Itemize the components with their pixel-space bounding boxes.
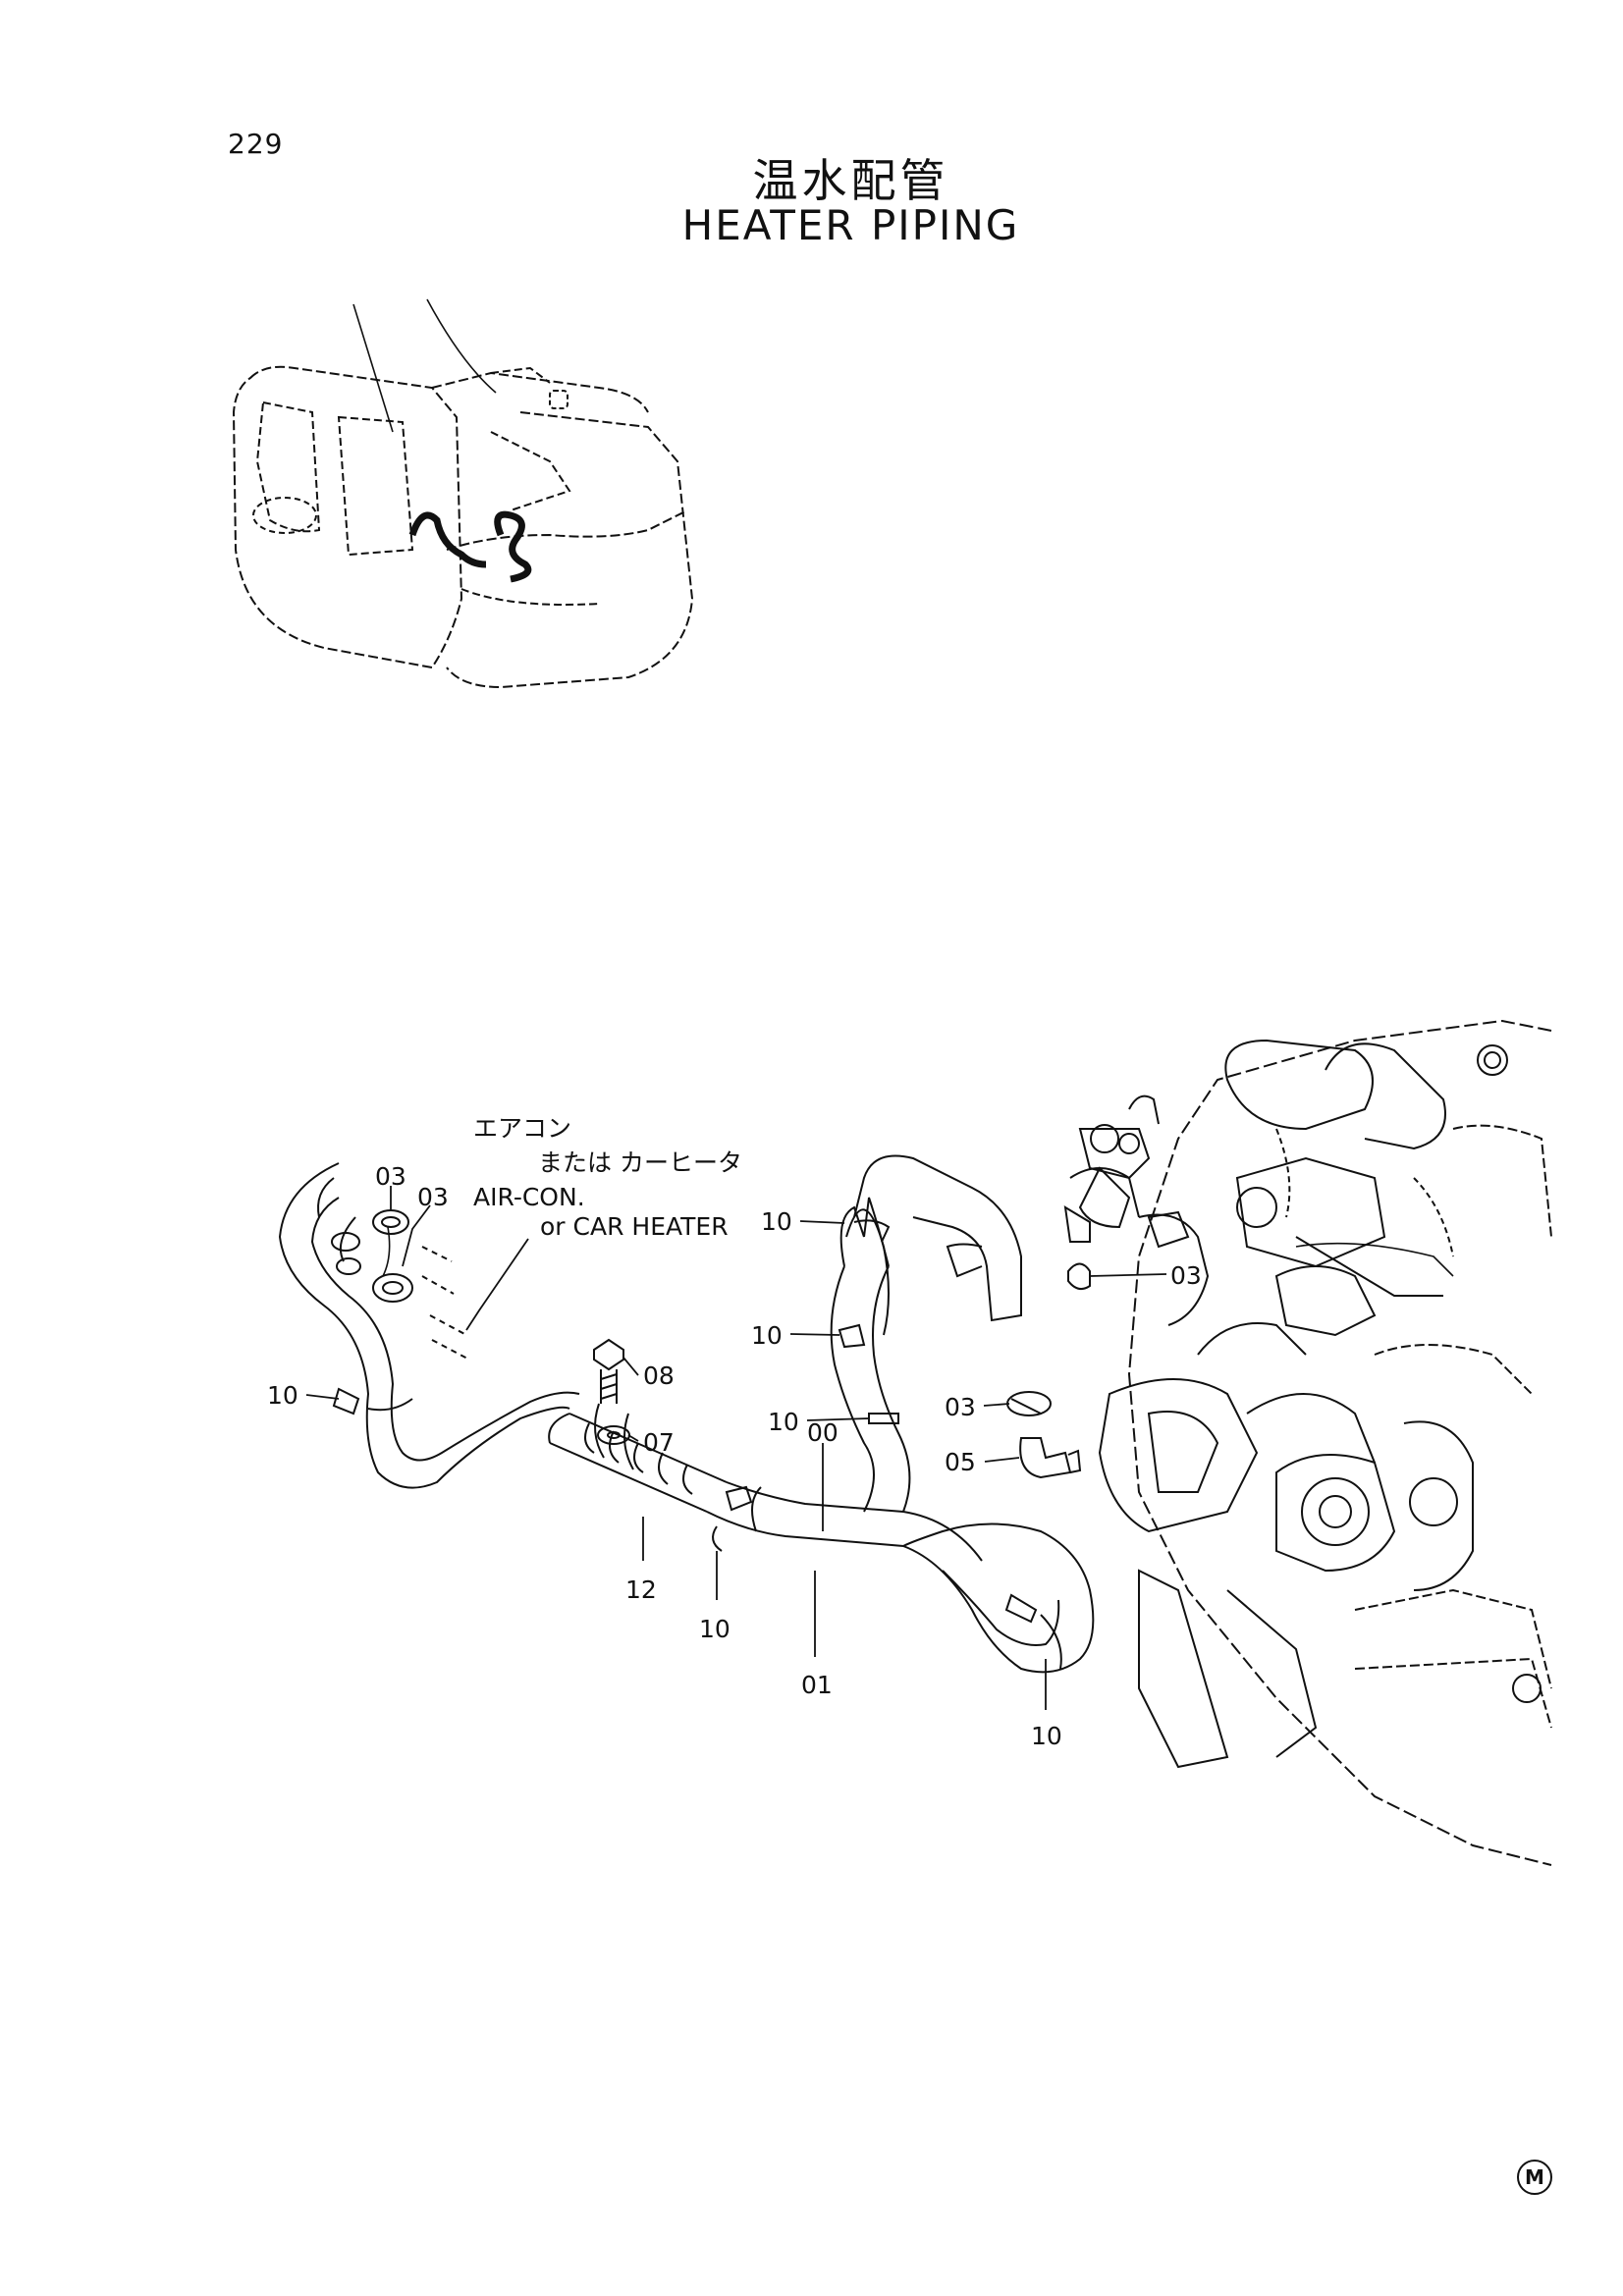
- note-line-3: AIR-CON.: [473, 1183, 585, 1211]
- note-line-2: または カーヒータ: [538, 1148, 742, 1177]
- clamp-03-right: [1006, 1391, 1052, 1416]
- elbow-05: [1019, 1437, 1082, 1479]
- excavator-overview: [232, 298, 694, 689]
- aircon-ghost-lines: [421, 1246, 470, 1361]
- callout-07: 07: [643, 1428, 675, 1457]
- callout-03-right: 03: [945, 1393, 976, 1421]
- hose-center-01-00: [706, 1265, 1095, 1674]
- engine-block: [1069, 1019, 1552, 1866]
- callout-10-lower: 10: [699, 1615, 730, 1643]
- callout-12: 12: [625, 1575, 657, 1604]
- hose-clamp-group-12: [548, 1403, 728, 1513]
- hose-left-loop: [278, 1162, 580, 1489]
- clamp-03-engine: [1067, 1262, 1091, 1291]
- callout-03-engine: 03: [1170, 1261, 1202, 1290]
- clamp-03-pair: [372, 1209, 413, 1303]
- callout-00: 00: [807, 1418, 839, 1447]
- callout-05: 05: [945, 1448, 976, 1476]
- callout-10-left: 10: [267, 1381, 298, 1410]
- callout-10-top: 10: [761, 1207, 792, 1236]
- callout-10-bottom: 10: [1031, 1722, 1062, 1750]
- callout-08: 08: [643, 1362, 675, 1390]
- callout-03-b: 03: [417, 1183, 449, 1211]
- note-line-1: エアコン: [473, 1114, 571, 1143]
- note-line-4: or CAR HEATER: [540, 1212, 729, 1241]
- callout-01: 01: [801, 1671, 833, 1699]
- bolt-08: [593, 1338, 624, 1404]
- callout-03-a: 03: [375, 1162, 406, 1191]
- leader-lines: [305, 1186, 1167, 1710]
- title-japanese: 温水配管: [752, 154, 949, 207]
- hose-vertical-right: [839, 1154, 1022, 1336]
- callout-10-mid: 10: [751, 1321, 783, 1350]
- title-english: HEATER PIPING: [681, 201, 1020, 249]
- corner-mark: M: [1517, 2160, 1552, 2195]
- callout-10-right: 10: [768, 1408, 799, 1436]
- page-number: 229: [228, 128, 284, 160]
- tie-straps-10: [332, 1219, 1062, 1670]
- valve-assembly: [1063, 1095, 1190, 1249]
